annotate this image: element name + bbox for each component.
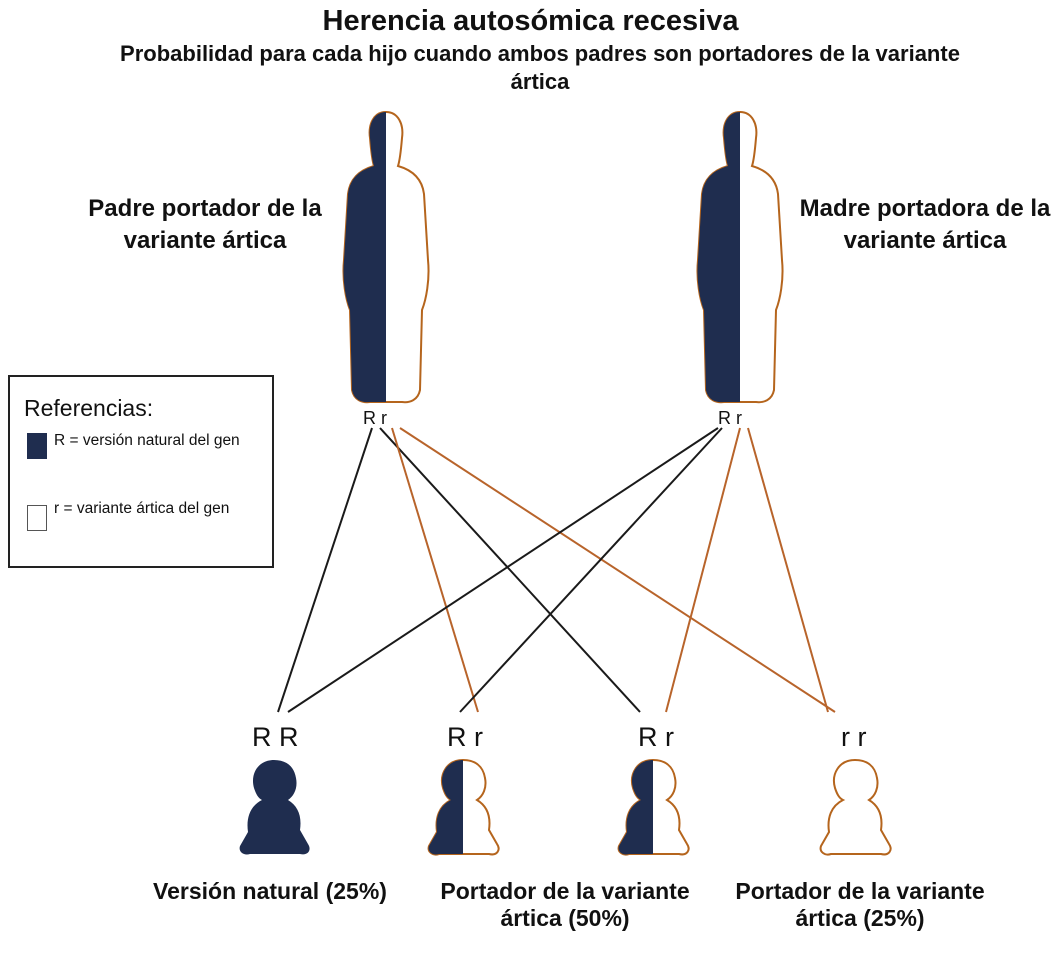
mother-genotype: R r [718,408,742,428]
child-figure-3 [617,758,690,856]
legend-text-recessive: r = variante ártica del gen [54,500,230,517]
line-father-r-child4 [399,427,836,713]
father-label: Padre portador de la variante ártica [88,195,322,254]
line-mother-r-child4 [747,427,829,713]
legend-swatch-recessive [27,505,47,531]
child-genotype-4: r r [841,722,867,752]
line-father-r-child2 [391,427,479,713]
father-genotype: R r [363,408,387,428]
line-mother-R-child1 [287,427,719,713]
line-mother-r-child3 [665,427,741,713]
child-figure-4 [819,758,892,856]
diagram-title: Herencia autosómica recesiva [322,5,739,37]
mother-label: Madre portadora de la variante ártica [799,195,1051,254]
legend-text-dominant: R = versión natural del gen [54,432,240,449]
outcome-label-natural: Versión natural (25%) [153,878,387,904]
diagram-subtitle: Probabilidad para cada hijo cuando ambos… [120,41,960,94]
mother-figure [696,110,784,404]
line-mother-R-child2 [459,427,723,713]
father-figure [342,110,430,404]
outcome-label-carrier: Portador de la variante ártica (50%) [440,878,690,931]
child-genotype-2: R r [447,722,483,752]
child-genotype-1: R R [252,722,299,752]
legend-box: Referencias: R = versión natural del gen… [8,375,274,568]
line-father-R-child1 [277,427,373,713]
inheritance-lines [277,427,836,713]
child-figure-1 [239,760,310,855]
child-figure-2 [427,758,500,856]
child-genotype-3: R r [638,722,674,752]
legend-title: Referencias: [24,395,154,421]
line-father-R-child3 [379,427,641,713]
outcome-label-affected: Portador de la variante ártica (25%) [735,878,985,931]
legend-swatch-dominant [27,433,47,459]
